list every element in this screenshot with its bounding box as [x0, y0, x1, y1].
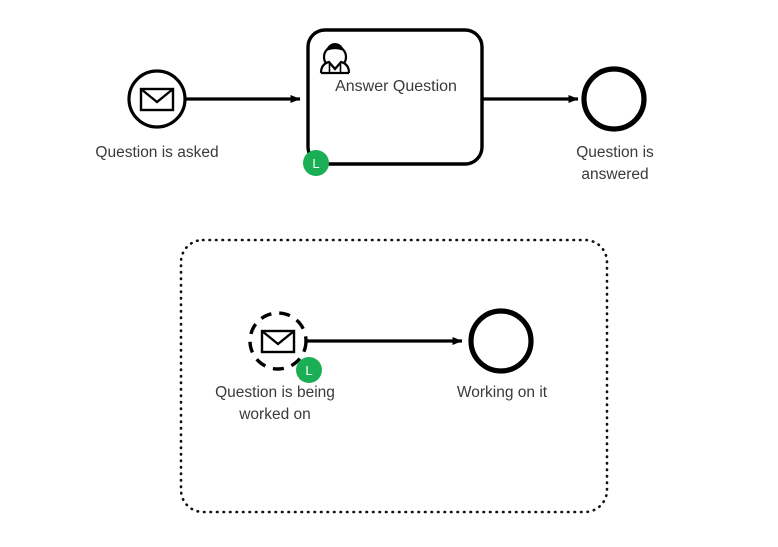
- task-local-badge[interactable]: L: [303, 150, 329, 176]
- event-question-being-worked-on[interactable]: [248, 311, 308, 371]
- user-icon: [319, 43, 351, 75]
- label-question-is-answered: Question is answered: [576, 144, 654, 183]
- label-working-on-it: Working on it: [456, 384, 548, 401]
- envelope-icon: [260, 329, 296, 354]
- envelope-icon: [139, 87, 175, 112]
- sub-process-group-box[interactable]: [179, 238, 609, 514]
- label-question-is-asked: Question is asked: [95, 144, 219, 161]
- label-question-is-being-worked-on: Question is being worked on: [215, 384, 335, 423]
- task-answer-question[interactable]: [306, 28, 484, 166]
- sub-event-local-badge[interactable]: L: [296, 357, 322, 383]
- end-event-working-on-it[interactable]: [468, 308, 534, 374]
- start-event-question-asked[interactable]: [127, 69, 187, 129]
- task-label-answer-question: Answer Question: [335, 78, 457, 95]
- end-event-question-answered[interactable]: [581, 66, 647, 132]
